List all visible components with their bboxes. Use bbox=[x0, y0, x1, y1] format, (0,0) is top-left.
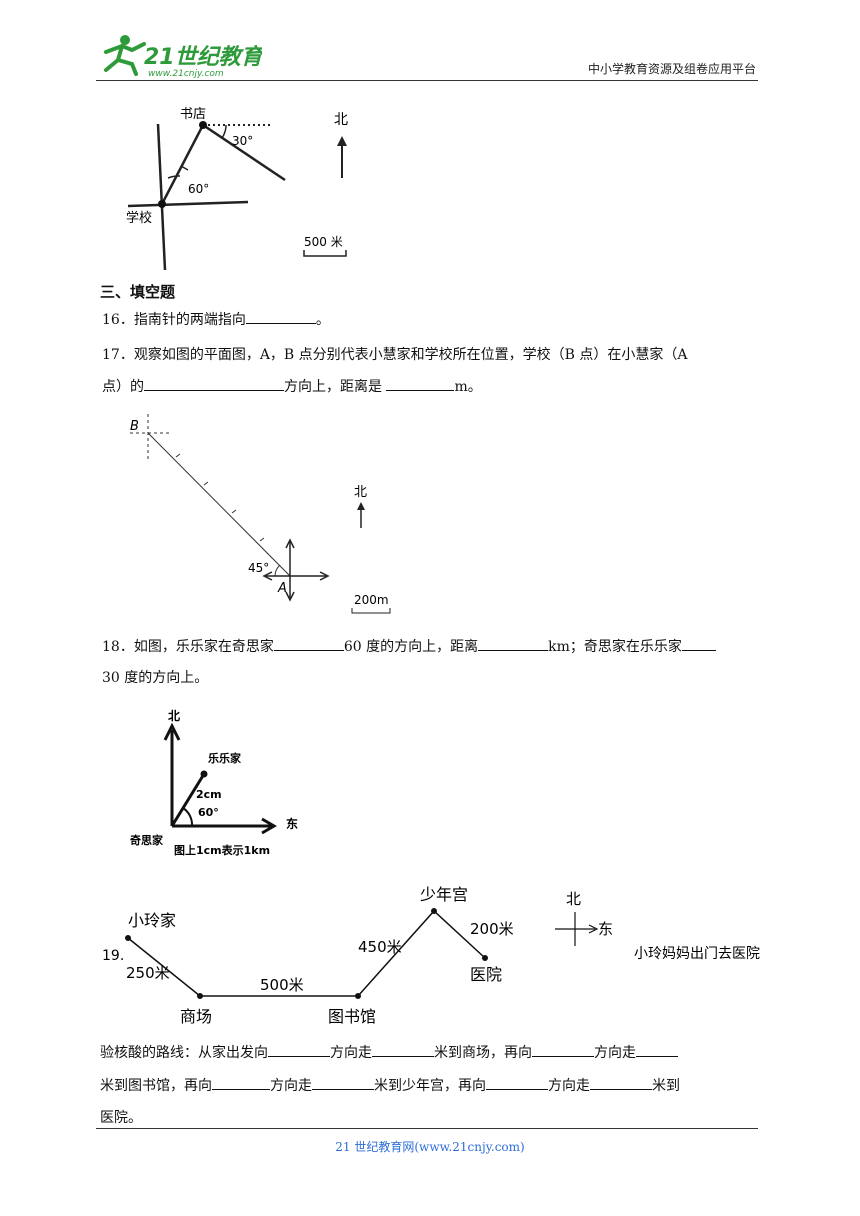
question-16: 16．指南针的两端指向 。 bbox=[102, 309, 330, 330]
logo-subtext: www.21cnjy.com bbox=[148, 69, 224, 79]
label-north: 北 bbox=[334, 112, 348, 128]
label-angle-60: 60° bbox=[198, 806, 219, 819]
q17-text-c: m。 bbox=[454, 379, 482, 395]
q19-blank-3[interactable] bbox=[532, 1042, 594, 1057]
q17-text-a: 点）的 bbox=[102, 379, 144, 395]
q18-text-b: 60 度的方向上，距离 bbox=[343, 639, 479, 655]
q19-text-g: 米到少年宫，再向 bbox=[374, 1078, 486, 1094]
q19-blank-1[interactable] bbox=[268, 1042, 330, 1057]
label-school: 学校 bbox=[126, 210, 152, 226]
label-library: 图书馆 bbox=[328, 1007, 376, 1026]
q17-text-b: 方向上，距离是 bbox=[284, 379, 387, 395]
runner-icon bbox=[104, 35, 146, 76]
label-mall: 商场 bbox=[180, 1007, 212, 1026]
q19-blank-4[interactable] bbox=[636, 1042, 678, 1057]
label-qisi: 奇思家 bbox=[130, 833, 164, 847]
q19-text-c: 米到商场，再向 bbox=[434, 1045, 532, 1061]
label-hospital: 医院 bbox=[470, 965, 502, 984]
label-angle-30: 30° bbox=[232, 134, 253, 148]
question-19-line3: 医院。 bbox=[100, 1110, 142, 1126]
q19-text-b: 方向走 bbox=[330, 1045, 372, 1061]
label-east-18: 东 bbox=[286, 816, 298, 831]
label-a: A bbox=[277, 581, 287, 596]
q19-side-text: 小玲妈妈出门去医院 bbox=[634, 946, 760, 962]
q19-text-d: 方向走 bbox=[594, 1045, 636, 1061]
header-platform-text: 中小学教育资源及组卷应用平台 bbox=[587, 62, 756, 76]
north-arrow-icon bbox=[337, 136, 347, 178]
label-angle-45: 45° bbox=[248, 561, 269, 575]
label-d1: 250米 bbox=[126, 964, 170, 982]
label-angle-60: 60° bbox=[188, 182, 209, 196]
q19-blank-6[interactable] bbox=[312, 1075, 374, 1090]
q16-text: 16．指南针的两端指向 bbox=[102, 312, 246, 328]
question-18-line1: 18．如图，乐乐家在奇思家 60 度的方向上，距离 km；奇思家在乐乐家 bbox=[102, 636, 716, 657]
q19-blank-5[interactable] bbox=[212, 1075, 270, 1090]
question-19-line2: 米到图书馆，再向 方向走 米到少年宫，再向 方向走 米到 bbox=[100, 1075, 680, 1096]
label-lele: 乐乐家 bbox=[208, 751, 242, 765]
label-d4: 200米 bbox=[470, 920, 514, 938]
q19-blank-7[interactable] bbox=[486, 1075, 548, 1090]
q18-blank-direction-2[interactable] bbox=[681, 636, 716, 651]
north-arrow-icon bbox=[357, 502, 365, 528]
figure-19: 19. 小玲家 商场 图书馆 少年宫 医院 250米 500米 450米 200… bbox=[102, 885, 760, 1026]
question-17-line2: 点）的 方向上，距离是 m。 bbox=[102, 376, 482, 397]
q19-blank-8[interactable] bbox=[590, 1075, 652, 1090]
label-bookstore: 书店 bbox=[180, 107, 206, 122]
label-d2: 500米 bbox=[260, 976, 304, 994]
header-divider bbox=[96, 80, 758, 81]
figure-18: 北 东 乐乐家 2cm 60° 奇思家 图上1cm表示1km bbox=[130, 708, 298, 857]
label-scale: 500 米 bbox=[304, 235, 343, 249]
question-17-line1: 17．观察如图的平面图，A，B 点分别代表小慧家和学校所在位置，学校（B 点）在… bbox=[102, 347, 688, 363]
section-title: 三、填空题 bbox=[100, 283, 176, 301]
logo-text: 21世纪教育 bbox=[144, 44, 262, 70]
label-north-18: 北 bbox=[168, 708, 180, 723]
q19-text-h: 方向走 bbox=[548, 1078, 590, 1094]
q19-text-a: 验核酸的路线：从家出发向 bbox=[100, 1045, 268, 1061]
question-19-line1: 验核酸的路线：从家出发向 方向走 米到商场，再向 方向走 bbox=[100, 1042, 678, 1063]
label-palace: 少年宫 bbox=[420, 885, 468, 904]
label-home: 小玲家 bbox=[128, 911, 176, 930]
label-east-19: 东 bbox=[598, 920, 613, 938]
q16-blank[interactable] bbox=[245, 309, 316, 324]
q18-text-a: 18．如图，乐乐家在奇思家 bbox=[102, 639, 274, 655]
label-north-17: 北 bbox=[354, 485, 367, 500]
q18-blank-distance[interactable] bbox=[478, 636, 549, 651]
q19-number: 19. bbox=[102, 948, 124, 964]
q19-text-f: 方向走 bbox=[270, 1078, 312, 1094]
footer-divider bbox=[96, 1128, 758, 1129]
compass-icon bbox=[555, 912, 599, 946]
label-d3: 450米 bbox=[358, 938, 402, 956]
site-logo: 21世纪教育 www.21cnjy.com bbox=[104, 35, 262, 79]
q17-blank-distance[interactable] bbox=[386, 376, 455, 391]
q18-text-c: km；奇思家在乐乐家 bbox=[548, 639, 682, 655]
figure-bookstore-school: 书店 学校 30° 60° 北 500 米 bbox=[126, 107, 348, 271]
label-b: B bbox=[130, 419, 139, 434]
q18-blank-direction[interactable] bbox=[273, 636, 344, 651]
label-scale-17: 200m bbox=[354, 593, 389, 607]
figure-17: B A 45° 北 200m bbox=[130, 414, 391, 614]
question-18-line2: 30 度的方向上。 bbox=[102, 670, 209, 686]
q19-text-e: 米到图书馆，再向 bbox=[100, 1078, 212, 1094]
label-dist: 2cm bbox=[196, 788, 222, 801]
label-north-19: 北 bbox=[566, 890, 581, 908]
footer-link[interactable]: 21 世纪教育网(www.21cnjy.com) bbox=[335, 1140, 525, 1154]
q16-end: 。 bbox=[315, 312, 330, 328]
label-scale-18: 图上1cm表示1km bbox=[174, 843, 270, 857]
q19-blank-2[interactable] bbox=[372, 1042, 434, 1057]
q19-text-i: 米到 bbox=[652, 1078, 680, 1094]
q17-blank-direction[interactable] bbox=[144, 376, 284, 391]
